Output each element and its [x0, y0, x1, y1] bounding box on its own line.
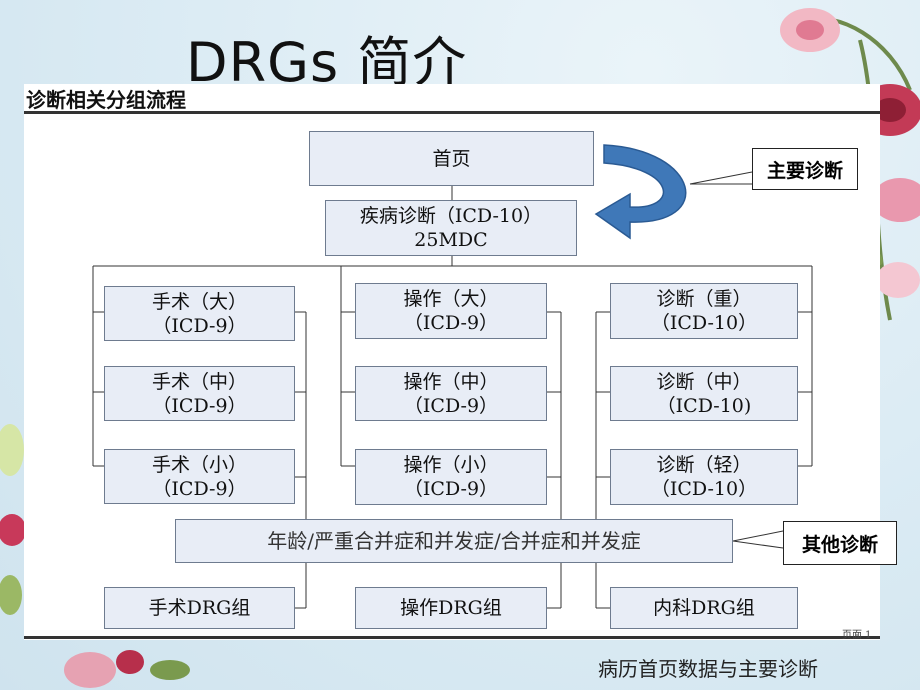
node-surgery-medium: 手术（中） （ICD-9）: [104, 366, 295, 421]
node-diagnosis-mild-l2: （ICD-10）: [650, 478, 758, 500]
node-surgery-minor-l2: （ICD-9）: [152, 477, 247, 500]
node-operation-medium-l1: 操作（中）: [403, 370, 499, 393]
node-operation-drg: 操作DRG组: [355, 587, 547, 629]
callout-other-diagnosis: 其他诊断: [783, 521, 897, 565]
node-operation-major: 操作（大） （ICD-9）: [355, 283, 547, 339]
node-diagnosis-medium-l1: 诊断（中）: [656, 370, 752, 393]
callout-main-diagnosis: 主要诊断: [752, 148, 858, 190]
node-operation-minor-l1: 操作（小）: [403, 454, 499, 476]
node-disease-diagnosis-line1: 疾病诊断（ICD-10）: [359, 205, 543, 227]
diagram-subtitle: 诊断相关分组流程: [26, 88, 186, 112]
page-number: 页面 1: [842, 630, 872, 641]
node-surgery-major: 手术（大） （ICD-9）: [104, 286, 295, 341]
node-operation-minor: 操作（小） （ICD-9）: [355, 449, 547, 505]
node-factors: 年龄/严重合并症和并发症/合并症和并发症: [175, 519, 733, 563]
node-operation-minor-l2: （ICD-9）: [403, 478, 499, 500]
top-rule: [24, 111, 880, 114]
main-diagnosis-arrow-icon: [594, 144, 687, 240]
node-diagnosis-medium-l2: （ICD-10): [656, 394, 752, 417]
node-surgery-minor-l1: 手术（小）: [151, 453, 247, 476]
node-operation-major-l2: （ICD-9）: [403, 312, 499, 334]
node-internal-medicine-drg-label: 内科DRG组: [653, 597, 755, 619]
flower-decoration-bottom: [64, 650, 190, 688]
node-surgery-medium-l2: （ICD-9）: [152, 394, 247, 417]
node-diagnosis-mild-l1: 诊断（轻）: [656, 454, 752, 476]
node-surgery-drg: 手术DRG组: [104, 587, 295, 629]
node-surgery-major-l2: （ICD-9）: [152, 314, 247, 337]
node-surgery-minor: 手术（小） （ICD-9）: [104, 449, 295, 504]
node-operation-drg-label: 操作DRG组: [400, 597, 502, 619]
node-diagnosis-severe-l1: 诊断（重）: [656, 288, 752, 310]
node-factors-label: 年龄/严重合并症和并发症/合并症和并发症: [267, 529, 641, 553]
node-disease-diagnosis-line2: 25MDC: [414, 229, 488, 251]
node-disease-diagnosis: 疾病诊断（ICD-10） 25MDC: [325, 200, 577, 256]
node-surgery-medium-l1: 手术（中）: [151, 370, 247, 393]
node-operation-major-l1: 操作（大）: [403, 288, 499, 310]
node-diagnosis-mild: 诊断（轻） （ICD-10）: [610, 449, 798, 505]
footer-caption: 病历首页数据与主要诊断: [598, 657, 818, 681]
node-internal-medicine-drg: 内科DRG组: [610, 587, 798, 629]
node-operation-medium-l2: （ICD-9）: [403, 394, 499, 417]
node-diagnosis-severe: 诊断（重） （ICD-10）: [610, 283, 798, 339]
callout-other-diagnosis-label: 其他诊断: [801, 533, 878, 556]
node-front-page: 首页: [309, 131, 594, 186]
bottom-rule: [24, 636, 880, 639]
node-diagnosis-medium: 诊断（中） （ICD-10): [610, 366, 798, 421]
callout-main-diagnosis-label: 主要诊断: [766, 159, 843, 182]
node-front-page-label: 首页: [432, 147, 471, 170]
node-operation-medium: 操作（中） （ICD-9）: [355, 366, 547, 421]
node-surgery-drg-label: 手术DRG组: [148, 597, 251, 619]
node-surgery-major-l1: 手术（大）: [151, 290, 247, 313]
flower-decoration-left: [0, 424, 26, 615]
node-diagnosis-severe-l2: （ICD-10）: [650, 312, 758, 334]
slide-title: DRGs 简介: [186, 31, 468, 94]
